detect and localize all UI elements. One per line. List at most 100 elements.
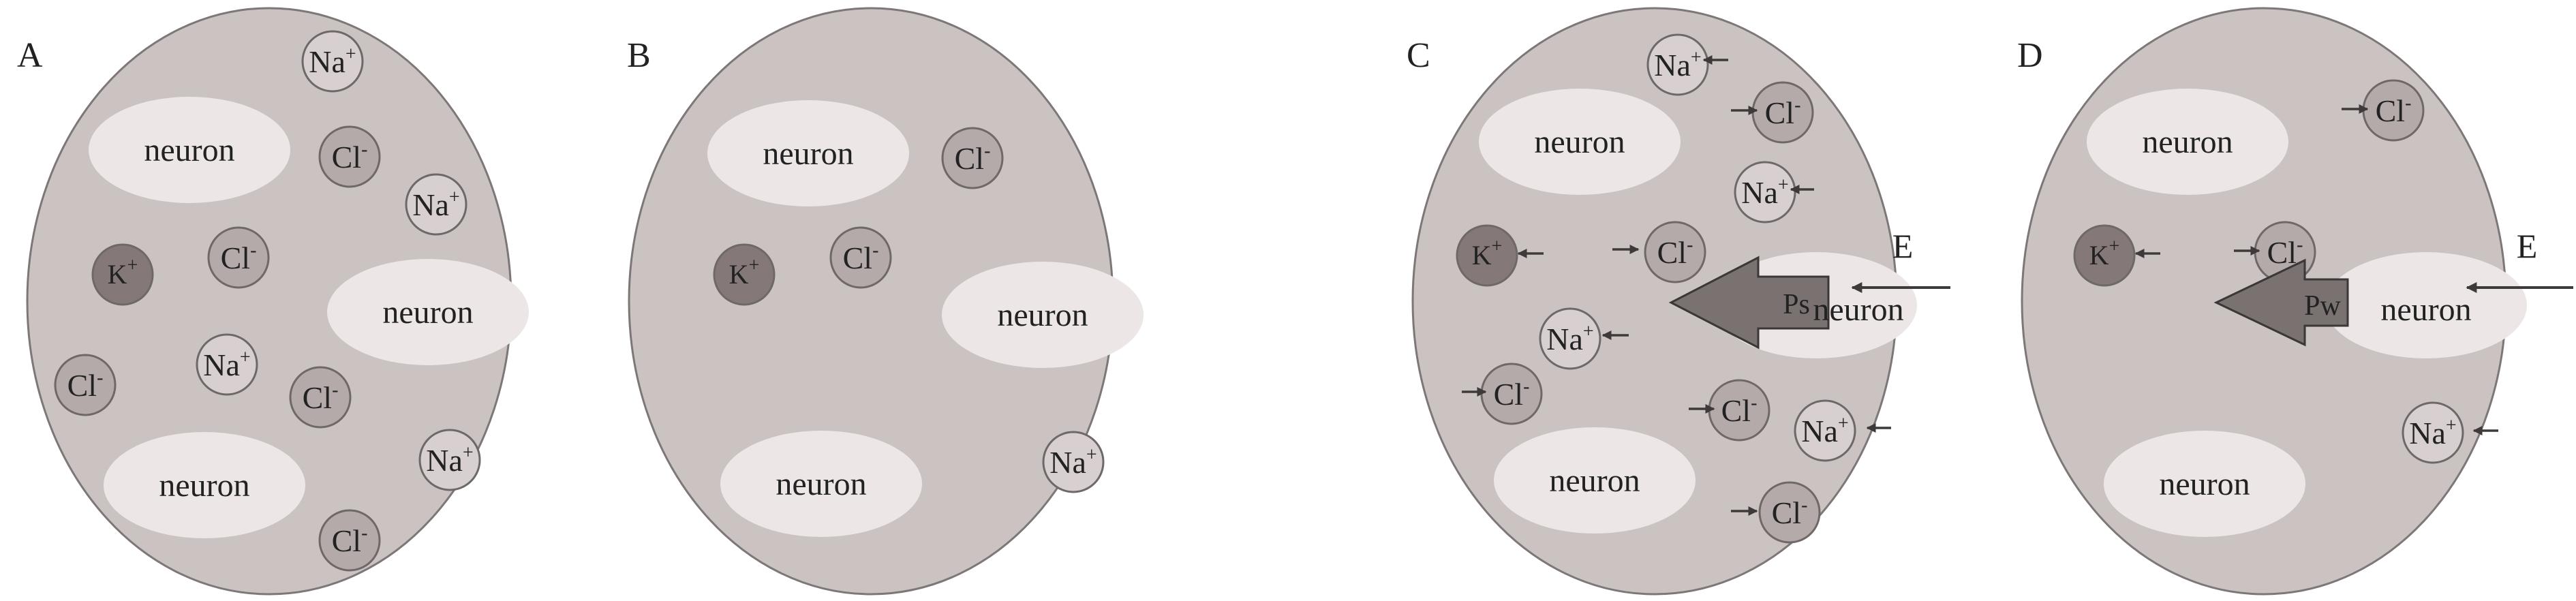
ion-symbol: K+	[1472, 236, 1503, 271]
ion-c-cl-5: Cl-	[1758, 481, 1821, 544]
ion-symbol: Cl-	[955, 140, 991, 176]
ion-b-cl-2: Cl-	[829, 226, 892, 289]
ion-b-k-1: K+	[713, 243, 776, 306]
ion-symbol: K+	[2089, 236, 2120, 271]
ion-symbol: K+	[108, 255, 138, 290]
ion-circle	[418, 429, 481, 491]
ion-circle	[829, 226, 892, 289]
ion-symbol: Na+	[412, 187, 459, 222]
ion-d-na-1: Na+	[2402, 401, 2464, 464]
ion-symbol: Na+	[1654, 47, 1701, 82]
ion-c-na-2: Na+	[1734, 161, 1796, 224]
ion-symbol: Na+	[1546, 321, 1593, 356]
ion-circle	[2073, 224, 2136, 287]
svg-text:neuron: neuron	[2142, 124, 2233, 160]
ion-circle	[318, 509, 381, 572]
force-arrow-pw: Pw	[2213, 258, 2349, 347]
panel-label-b: B	[627, 36, 651, 75]
ion-symbol: Cl-	[1765, 95, 1801, 130]
neuron-d-2	[2325, 252, 2527, 358]
ion-c-cl-1: Cl-	[1751, 81, 1814, 144]
ion-a-cl-1: Cl-	[318, 125, 381, 188]
ion-circle	[1539, 307, 1601, 370]
ion-a-na-1: Na+	[301, 30, 364, 93]
ion-a-cl-2: Cl-	[207, 226, 270, 289]
ion-symbol: Na+	[1801, 413, 1848, 448]
ion-circle	[941, 127, 1004, 189]
ion-a-k-1: K+	[91, 243, 154, 306]
neuron-c-2-label: neuron	[1813, 292, 1903, 328]
ion-symbol: Na+	[426, 442, 473, 478]
svg-text:neuron: neuron	[144, 132, 234, 168]
ion-circle	[196, 333, 258, 396]
ion-symbol: Cl-	[2267, 234, 2303, 270]
panel-label-a: A	[17, 36, 43, 75]
neuron-d-2-label: neuron	[2380, 292, 2471, 328]
panel-b: B neuron neuron neuron Cl- K+ Cl- Na+	[627, 7, 1144, 596]
ion-symbol: Cl-	[1657, 234, 1693, 270]
ion-symbol: Na+	[309, 44, 356, 79]
neuron-a-3: neuron	[104, 432, 305, 538]
ion-symbol: Cl-	[332, 523, 368, 558]
neuron-a-1: neuron	[89, 97, 290, 203]
ion-circle	[1794, 399, 1856, 462]
ion-symbol: Na+	[1049, 444, 1097, 480]
svg-text:neuron: neuron	[159, 467, 249, 504]
neuron-b-1: neuron	[707, 100, 909, 206]
ion-symbol: Cl-	[843, 240, 879, 275]
svg-text:neuron: neuron	[2159, 466, 2250, 502]
ion-circle	[1758, 481, 1821, 544]
ion-circle	[1456, 224, 1518, 287]
force-arrow-ps: Ps	[1668, 256, 1830, 350]
ion-circle	[1042, 431, 1105, 493]
field-e-c: E	[1851, 227, 1950, 293]
ion-symbol: Cl-	[67, 367, 104, 403]
svg-text:neuron: neuron	[997, 297, 1088, 333]
ion-symbol: Cl-	[1721, 392, 1758, 428]
svg-text:neuron: neuron	[1534, 124, 1625, 160]
panel-label-c: C	[1407, 36, 1430, 75]
neuron-d-1: neuron	[2087, 89, 2288, 195]
ion-b-cl-1: Cl-	[941, 127, 1004, 189]
ion-circle	[91, 243, 154, 306]
neuron-b-2: neuron	[942, 262, 1144, 368]
svg-text:neuron: neuron	[776, 466, 866, 502]
svg-text:neuron: neuron	[382, 294, 473, 330]
neuron-c-3: neuron	[1494, 427, 1696, 534]
ion-b-na-1: Na+	[1042, 431, 1105, 493]
force-label-ps: Ps	[1783, 289, 1810, 320]
panel-a: A neuron neuron neuron Na+ Cl- Na+ K+ Cl…	[17, 7, 529, 596]
neuron-b-3: neuron	[720, 431, 922, 537]
ion-circle	[1646, 33, 1709, 96]
ion-symbol: Na+	[1741, 174, 1788, 210]
ion-a-na-2: Na+	[405, 173, 467, 236]
ion-c-cl-4: Cl-	[1708, 379, 1770, 442]
ion-symbol: Cl-	[1772, 495, 1808, 530]
ion-c-cl-2: Cl-	[1644, 221, 1706, 283]
ion-circle	[2402, 401, 2464, 464]
neuron-a-2: neuron	[327, 259, 529, 365]
ion-c-cl-3: Cl-	[1480, 363, 1543, 425]
ion-symbol: K+	[729, 255, 760, 290]
ion-symbol: Na+	[2409, 415, 2456, 450]
panel-label-d: D	[2017, 36, 2043, 75]
ion-symbol: Cl-	[2376, 93, 2412, 128]
ion-c-na-3: Na+	[1794, 399, 1856, 462]
field-label-e-d: E	[2517, 227, 2538, 265]
ion-d-k-1: K+	[2073, 224, 2136, 287]
svg-text:neuron: neuron	[763, 136, 853, 172]
ion-symbol: Cl-	[1494, 376, 1530, 412]
ion-circle	[301, 30, 364, 93]
ion-c-na-1: Na+	[1646, 33, 1709, 96]
ion-symbol: Na+	[203, 347, 250, 382]
ion-circle	[713, 243, 776, 306]
neuron-c-1: neuron	[1479, 89, 1681, 195]
ion-a-cl-3: Cl-	[54, 354, 117, 416]
ion-circle	[405, 173, 467, 236]
field-label-e-c: E	[1892, 227, 1914, 265]
ion-a-cl-5: Cl-	[318, 509, 381, 572]
ion-circle	[207, 226, 270, 289]
neuron-d-3: neuron	[2104, 431, 2305, 537]
